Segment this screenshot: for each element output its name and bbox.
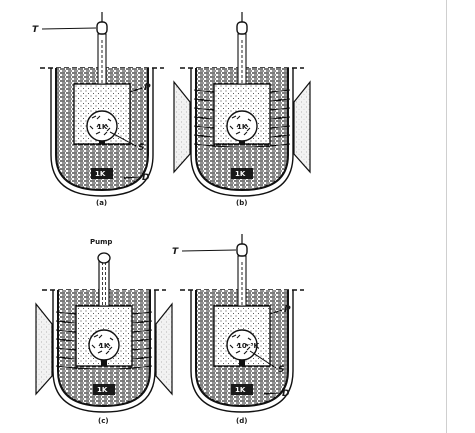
dewar-outer-wall <box>190 68 294 197</box>
sphere-support <box>99 141 105 144</box>
dewar-wall <box>195 68 289 192</box>
outer-leader <box>129 87 143 93</box>
dewar-outer-wall <box>50 68 154 197</box>
bath-temperature-label: 1K <box>95 170 106 178</box>
magnet-pole-right <box>293 80 311 174</box>
dewar-wall <box>195 290 289 408</box>
panel-d: 10⁻³K 1K (d) T P S D <box>172 234 304 425</box>
label-salt: S <box>278 365 284 375</box>
bath-temperature-box <box>93 384 115 395</box>
panel-caption: (b) <box>236 199 247 207</box>
bath-temperature-box <box>231 384 253 395</box>
label-outer-vessel: P <box>284 305 291 315</box>
dewar-leader <box>123 176 141 179</box>
pump-connector <box>97 252 111 264</box>
dewar-wall <box>55 68 149 192</box>
outer-leader <box>269 309 283 315</box>
dewar-outer-wall <box>52 290 156 413</box>
salt-leader <box>109 131 137 147</box>
salt-leader <box>249 350 277 369</box>
panel-caption: (a) <box>96 199 107 207</box>
field-coil-turn <box>55 365 153 370</box>
magnet-pole-left <box>35 302 53 396</box>
bath-temperature-label: 1K <box>235 170 246 178</box>
panel-a: 1K 1K (a) T P S D <box>32 12 164 207</box>
bath-temperature-label: 1K <box>97 386 108 394</box>
label-valve: T <box>172 247 179 257</box>
valve <box>236 21 248 35</box>
bath-temperature-label: 1K <box>235 386 246 394</box>
magnet-pole-right <box>155 302 173 396</box>
valve-leader <box>41 27 97 30</box>
label-salt: S <box>138 143 144 153</box>
sphere-temperature-label: 1K <box>99 342 110 350</box>
sphere-support <box>101 360 107 366</box>
label-dewar: D <box>142 173 150 183</box>
right-edge-rule <box>446 0 447 433</box>
bath-temperature-box <box>91 168 113 179</box>
label-valve: T <box>32 25 39 35</box>
valve-leader <box>181 249 237 252</box>
valve <box>236 243 248 257</box>
valve <box>96 21 108 35</box>
sphere-temperature-label: 1K <box>97 123 108 131</box>
panel-caption: (c) <box>98 417 109 425</box>
sphere-temperature-label: 10⁻³K <box>237 342 260 350</box>
label-outer-vessel: P <box>144 83 151 93</box>
panel-b: 1K 1K (b) <box>173 12 311 207</box>
bath-temperature-box <box>231 168 253 179</box>
sphere-temperature-label: 1K <box>237 123 248 131</box>
label-pump: Pump <box>90 238 112 246</box>
sphere-support <box>239 360 245 366</box>
dewar-outer-wall <box>190 290 294 413</box>
sphere-support <box>239 141 245 144</box>
dewar-leader <box>263 392 281 395</box>
magnet-pole-left <box>173 80 191 174</box>
panel-c: 1K 1K (c) Pump <box>35 238 173 425</box>
pump-tube <box>98 259 110 307</box>
field-coil-turn <box>193 143 291 148</box>
panel-caption: (d) <box>236 417 247 425</box>
label-dewar: D <box>282 389 290 399</box>
dewar-wall <box>57 290 151 408</box>
